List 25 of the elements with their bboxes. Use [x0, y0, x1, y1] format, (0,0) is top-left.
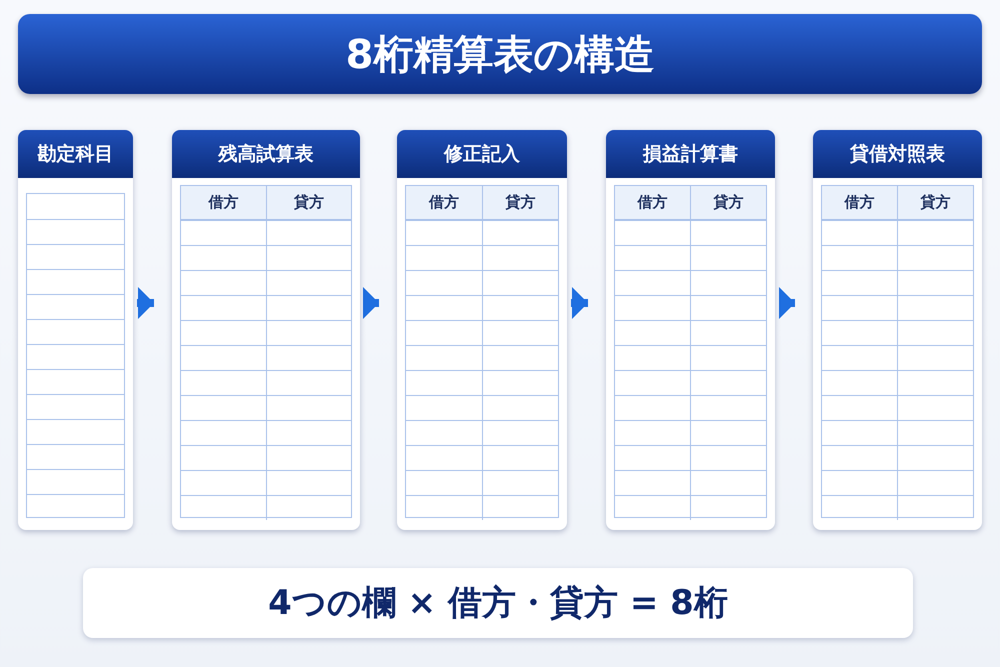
table-header: 貸方: [897, 186, 973, 219]
arrow: [363, 287, 379, 319]
title-banner: 8桁精算表の構造: [18, 14, 982, 94]
arrow: [571, 287, 588, 319]
column-header: 残高試算表: [172, 130, 360, 178]
formula-box: [83, 568, 913, 638]
table-header: 借方: [636, 192, 668, 213]
table-header: 借方: [843, 192, 876, 213]
ledger-column-panel: [813, 130, 982, 530]
column-header: 修正記入: [397, 130, 567, 178]
column-header: 貸借対照表: [813, 130, 982, 178]
table-header: 貸方: [266, 186, 351, 219]
ledger-column-panel: [397, 130, 567, 530]
table-header: 貸方: [482, 186, 558, 219]
table-header: 借方: [207, 192, 240, 213]
column-header: 損益計算書: [606, 130, 775, 178]
ledger-column-panel: [172, 130, 360, 530]
ledger-column-panel: [18, 130, 133, 530]
ledger-column-panel: [606, 130, 775, 530]
arrow: [137, 287, 154, 319]
column-header: 勘定科目: [18, 130, 133, 178]
arrow: [779, 287, 795, 319]
table-header: 借方: [428, 192, 460, 213]
table-header: 貸方: [690, 186, 766, 219]
formula-text: 4つの欄 × 借方・貸方 = 8桁: [268, 582, 728, 625]
